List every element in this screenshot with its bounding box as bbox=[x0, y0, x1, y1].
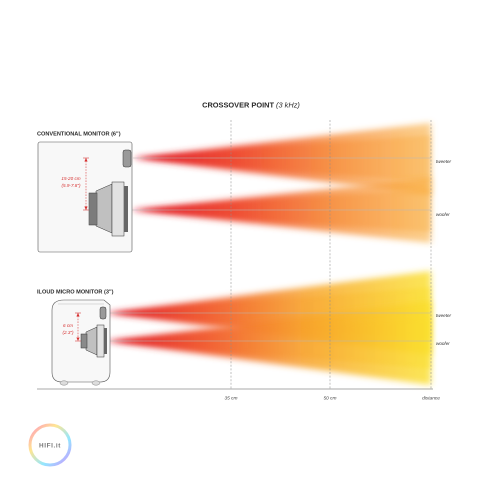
conventional-woofer-beam bbox=[131, 178, 431, 243]
micro-woofer-driver bbox=[80, 324, 107, 358]
micro-tweeter-label: tweeter bbox=[436, 313, 452, 318]
micro-spacing-marker bbox=[75, 312, 81, 342]
micro-woofer-label: woofer bbox=[436, 341, 450, 346]
conventional-tweeter-label: tweeter bbox=[436, 159, 452, 164]
conventional-woofer-label: woofer bbox=[436, 212, 450, 217]
hifi-logo-text: HIFI.it bbox=[39, 443, 61, 450]
micro-spacing-secondary: (2.3") bbox=[62, 330, 74, 335]
micro-cabinet: 6 cm (2.3") bbox=[51, 299, 111, 386]
tick-label-35cm: 35 cm bbox=[224, 396, 237, 402]
conventional-label: CONVENTIONAL MONITOR (6") bbox=[37, 132, 121, 138]
diagram-title: CROSSOVER POINT (3 kHz) bbox=[202, 101, 300, 110]
micro-woofer-beam bbox=[106, 301, 431, 385]
micro-label: ILOUD MICRO MONITOR (3") bbox=[37, 290, 114, 296]
distance-guides bbox=[230, 120, 432, 389]
conventional-tweeter-beam bbox=[133, 123, 431, 195]
conventional-spacing-marker bbox=[83, 157, 89, 211]
tick-label-50cm: 50 cm bbox=[323, 396, 336, 402]
conventional-spacing-secondary: (5.9-7.8") bbox=[62, 183, 81, 188]
conventional-section: CONVENTIONAL MONITOR (6") bbox=[37, 123, 452, 253]
conventional-tweeter-driver bbox=[122, 149, 132, 168]
conventional-spacing-primary: 15-20 cm bbox=[61, 176, 80, 181]
micro-tweeter-driver bbox=[99, 306, 107, 320]
tick-label-distance: distance bbox=[422, 396, 440, 402]
micro-spacing-primary: 6 cm bbox=[63, 323, 73, 328]
conventional-woofer-driver bbox=[88, 181, 128, 237]
hifi-logo: HIFI.it bbox=[28, 423, 72, 467]
micro-section: ILOUD MICRO MONITOR (3") bbox=[37, 271, 452, 386]
conventional-cabinet: 15-20 cm (5.9-7.8") bbox=[37, 141, 133, 253]
